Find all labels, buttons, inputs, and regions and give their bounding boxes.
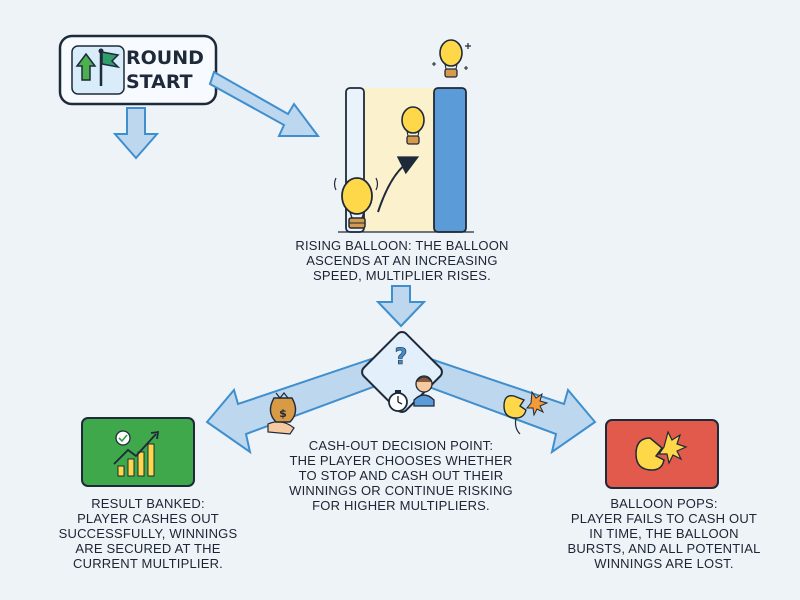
check-icon [115, 430, 131, 446]
svg-text:$: $ [279, 407, 287, 420]
result-banked-line: SUCCESSFULLY, WINNINGS [58, 526, 238, 541]
decision-line: THE PLAYER CHOOSES WHETHER [289, 453, 513, 468]
burst-icon [657, 430, 688, 465]
result-banked-line: ARE SECURED AT THE [75, 541, 221, 556]
question-icon: ? [395, 345, 408, 370]
balloon-icon [401, 106, 425, 145]
popping-balloon-icon [503, 390, 549, 435]
balloon-pops-line: IN TIME, THE BALLOON [589, 526, 739, 541]
round-start-down-arrow [112, 107, 160, 160]
round-start-title: ROUND START [126, 46, 204, 94]
balloon-pops-line: BURSTS, AND ALL POTENTIAL [567, 541, 761, 556]
decision-line: WINNINGS OR CONTINUE RISKING [289, 483, 513, 498]
balloon-pops-line: BALLOON POPS: [610, 496, 718, 511]
decision-line: FOR HIGHER MULTIPLIERS. [312, 498, 490, 513]
decision-caption: CASH-OUT DECISION POINT: THE PLAYER CHOO… [278, 438, 524, 513]
up-arrow-icon [75, 52, 97, 81]
balloon-icon [333, 177, 379, 229]
popping-balloon-icon [635, 437, 665, 471]
round-start-card [58, 34, 218, 106]
balloon-icon [432, 39, 471, 78]
rising-curve-arrow [377, 156, 420, 213]
money-bag-icon: $ [267, 392, 297, 435]
continue-branch-arrow [409, 350, 597, 455]
start-to-balloon-arrow [208, 70, 320, 137]
player-icon [413, 375, 435, 407]
result-banked-caption: RESULT BANKED: PLAYER CASHES OUT SUCCESS… [48, 496, 248, 571]
rising-balloon-line: ASCENDS AT AN INCREASING [306, 253, 498, 268]
round-start-line-2: START [126, 71, 193, 93]
cashout-branch-arrow [205, 350, 393, 455]
balloon-pops-caption: BALLOON POPS: PLAYER FAILS TO CASH OUT I… [556, 496, 772, 571]
rising-balloon-line: SPEED, MULTIPLIER RISES. [313, 268, 491, 283]
flag-icon [98, 48, 121, 86]
decision-line: TO STOP AND CASH OUT THEIR [298, 468, 504, 483]
growth-chart-icon [113, 430, 160, 477]
balloon-pops-line: WINNINGS ARE LOST. [594, 556, 734, 571]
round-start-line-1: ROUND [126, 47, 204, 69]
decision-line: CASH-OUT DECISION POINT: [308, 438, 494, 453]
result-banked-line: PLAYER CASHES OUT [77, 511, 219, 526]
result-banked-line: RESULT BANKED: [91, 496, 205, 511]
rising-balloon-line: RISING BALLOON: THE BALLOON [295, 238, 509, 253]
stopwatch-icon [388, 390, 408, 412]
result-banked-line: CURRENT MULTIPLIER. [73, 556, 223, 571]
balloon-to-decision-arrow [375, 285, 427, 328]
rising-balloon-caption: RISING BALLOON: THE BALLOON ASCENDS AT A… [288, 238, 516, 283]
balloon-pops-line: PLAYER FAILS TO CASH OUT [570, 511, 758, 526]
